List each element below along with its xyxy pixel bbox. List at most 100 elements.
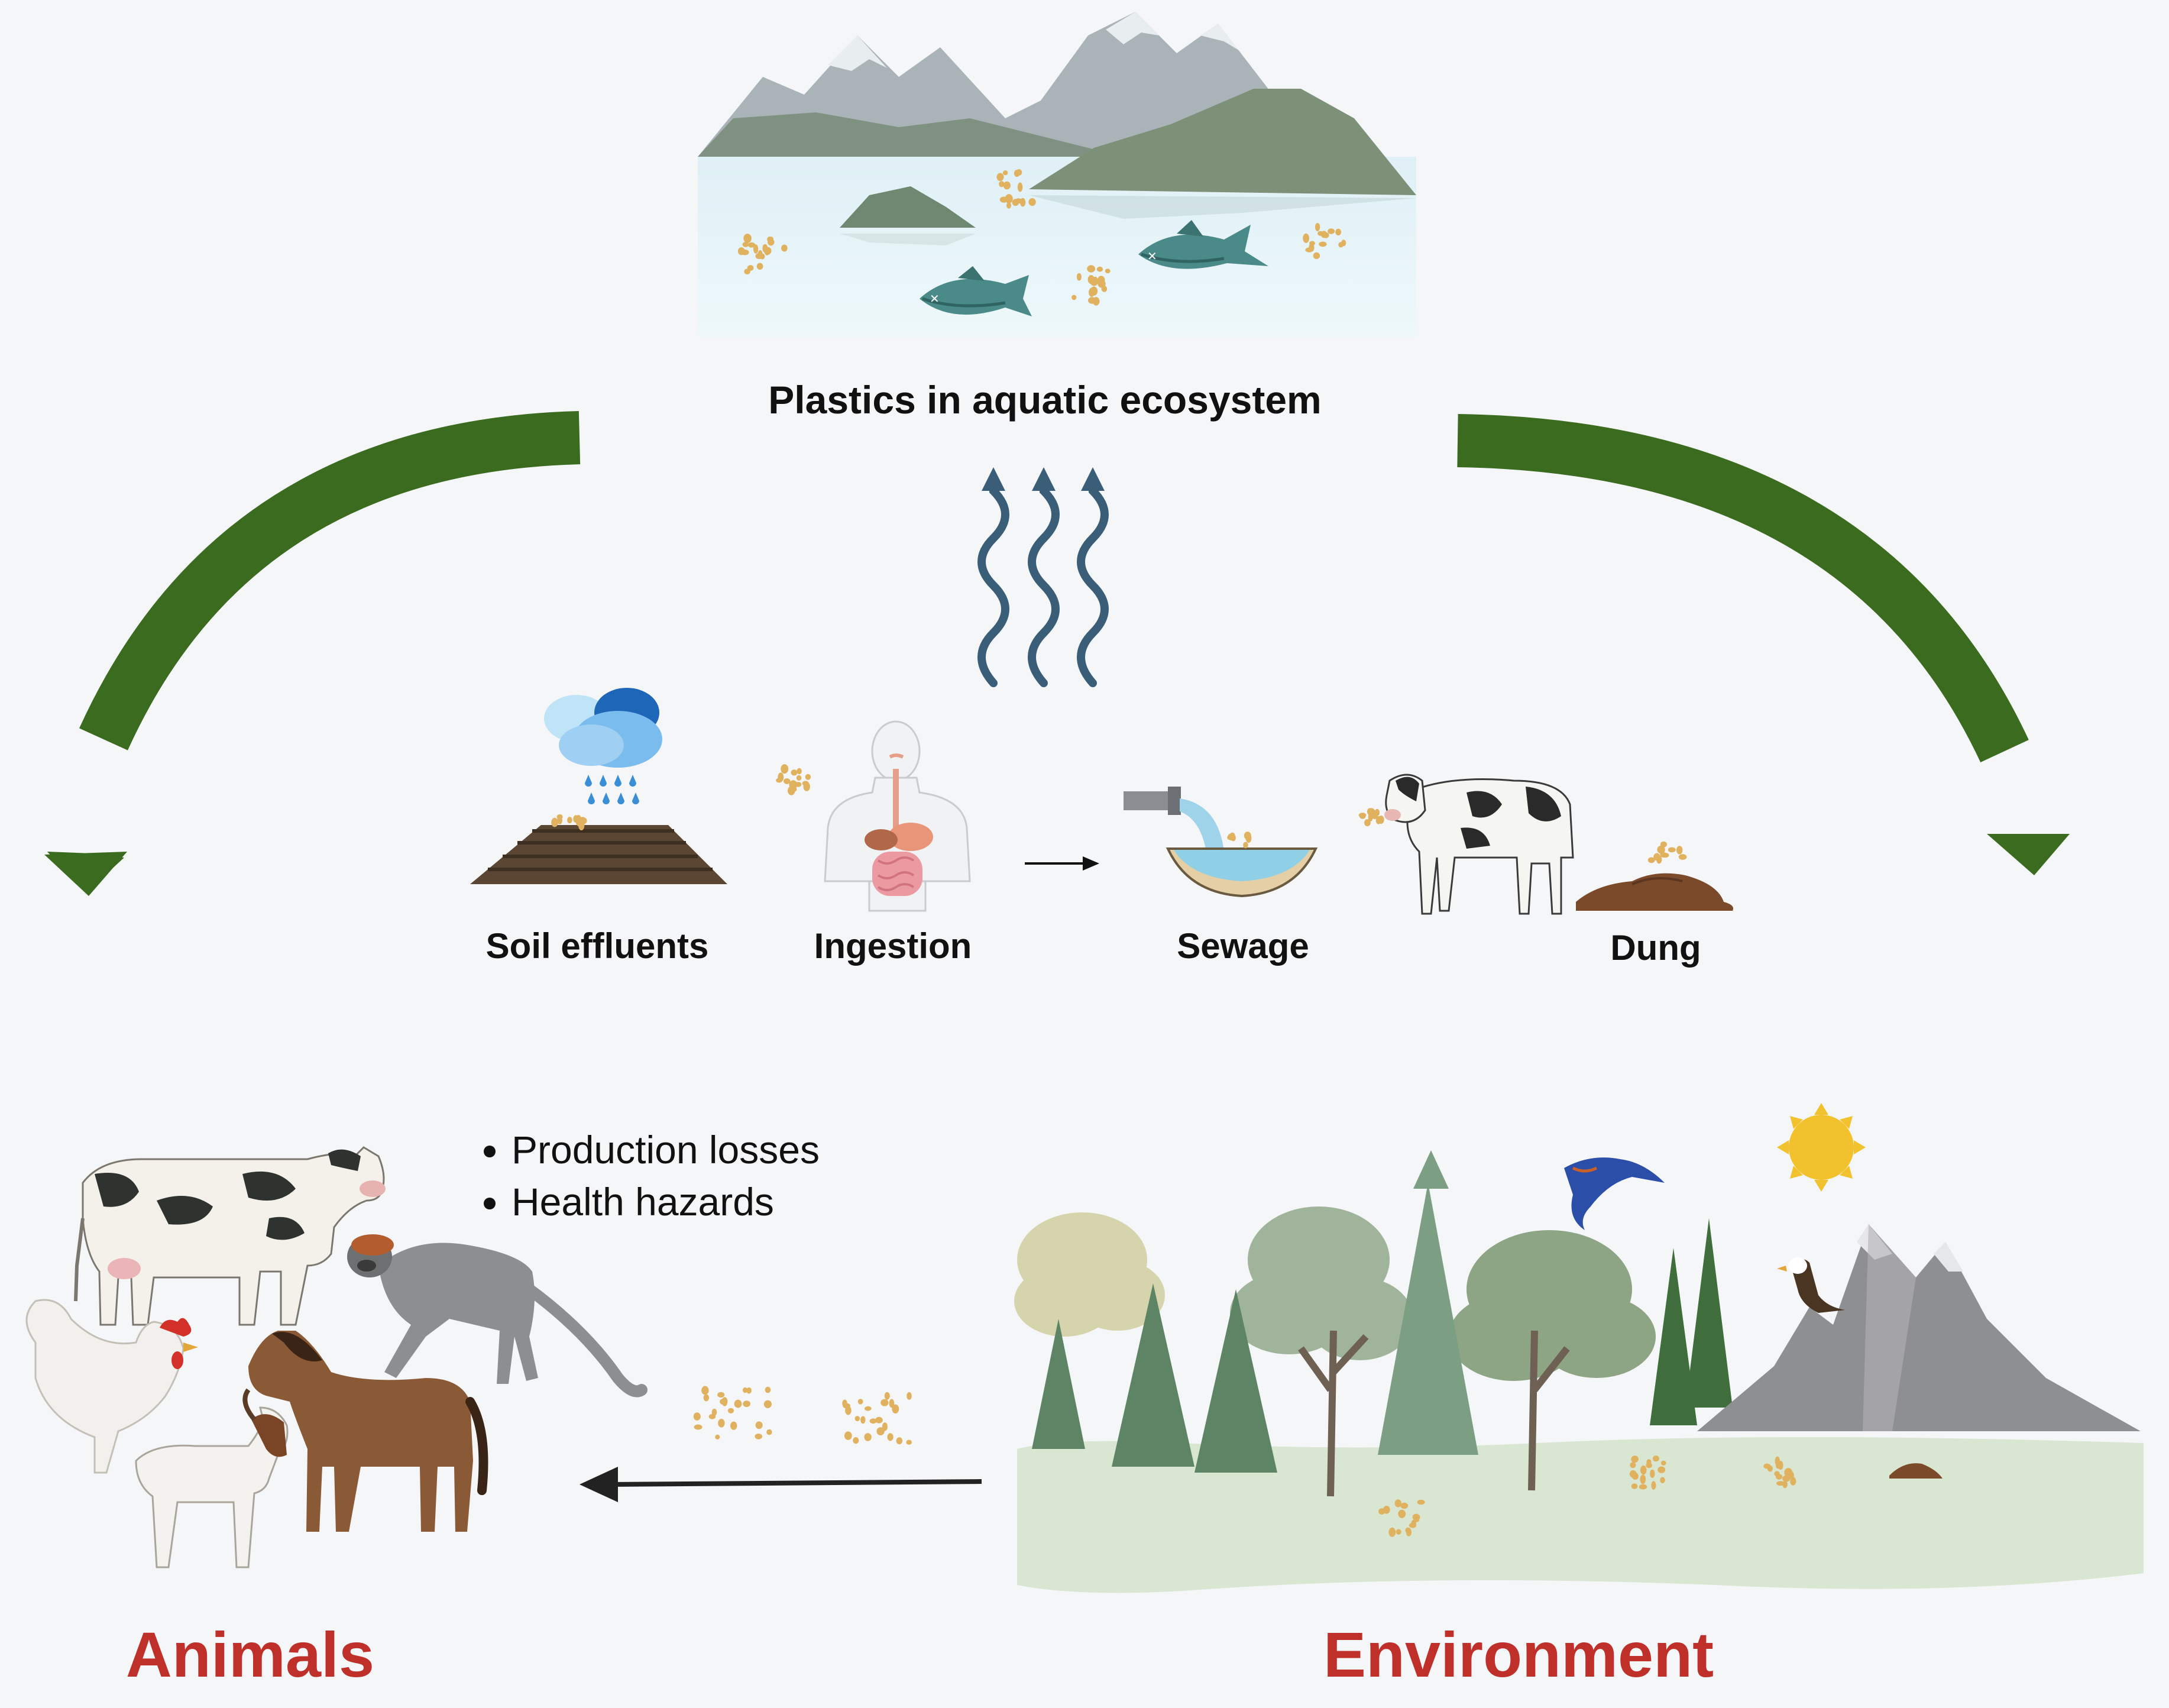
microplastic-dot bbox=[1014, 198, 1022, 204]
microplastic-dot bbox=[1375, 816, 1381, 824]
microplastic-dot bbox=[781, 244, 788, 252]
microplastic-dot bbox=[1090, 286, 1098, 296]
microplastic-dot bbox=[567, 817, 572, 824]
microplastic-dot bbox=[1388, 1527, 1396, 1537]
microplastic-dot bbox=[1640, 1465, 1647, 1475]
microplastic-dot bbox=[711, 1408, 717, 1416]
monkey-icon bbox=[347, 1234, 648, 1398]
microplastic-dot bbox=[1328, 228, 1335, 234]
microplastic-dot bbox=[791, 769, 798, 776]
microplastic-dot bbox=[1406, 1528, 1412, 1536]
microplastic-dot bbox=[1409, 1522, 1417, 1528]
microplastic-dot bbox=[1335, 228, 1342, 235]
microplastic-dot bbox=[892, 1404, 899, 1413]
microplastic-dot bbox=[884, 1392, 890, 1400]
impact-item: Health hazards bbox=[512, 1176, 820, 1228]
microplastic-dot bbox=[766, 1429, 772, 1435]
sun-icon bbox=[1777, 1103, 1866, 1192]
microplastic-dot bbox=[796, 775, 802, 781]
microplastic-dot bbox=[999, 181, 1005, 187]
wavy-arrow-heads bbox=[982, 467, 1105, 491]
microplastic-dot bbox=[1776, 1481, 1785, 1486]
microplastic-dot bbox=[1782, 1480, 1788, 1489]
step-label-sewage: Sewage bbox=[1177, 926, 1309, 966]
microplastic-dot bbox=[1775, 1462, 1782, 1469]
microplastic-dot bbox=[1017, 182, 1023, 192]
microplastic-dot bbox=[1398, 1509, 1406, 1518]
animals-heading: Animals bbox=[125, 1619, 375, 1690]
transfer-arrow bbox=[580, 1467, 982, 1502]
microplastic-dot bbox=[1660, 850, 1665, 858]
microplastic-dot bbox=[999, 196, 1008, 203]
microplastic-dot bbox=[1097, 276, 1105, 284]
microplastic-dot bbox=[1092, 297, 1100, 306]
microplastic-dot bbox=[1763, 1463, 1771, 1469]
page-title: Plastics in aquatic ecosystem bbox=[768, 378, 1322, 422]
microplastic-dot bbox=[844, 1431, 852, 1440]
fish-icon: ✕ bbox=[920, 266, 1032, 316]
microplastic-dot bbox=[1071, 295, 1077, 300]
microplastic-dot bbox=[1323, 232, 1329, 238]
sewage-pipe-icon bbox=[1124, 787, 1318, 898]
microplastic-dot bbox=[701, 1386, 709, 1395]
microplastic-dot bbox=[1028, 198, 1036, 206]
microplastic-dot bbox=[1782, 1475, 1791, 1482]
microplastic-dot bbox=[747, 265, 754, 271]
microplastic-dot bbox=[1338, 242, 1344, 248]
microplastic-dot bbox=[1006, 202, 1011, 209]
microplastic-dot bbox=[1646, 1459, 1652, 1466]
microplastic-dot bbox=[1394, 1499, 1401, 1508]
rooster-icon bbox=[25, 1299, 198, 1474]
step-label-soil: Soil effluents bbox=[485, 926, 709, 966]
lake-mountains-icon bbox=[698, 12, 1416, 337]
cycle-arrow-left bbox=[47, 411, 581, 893]
microplastic-dot bbox=[755, 1434, 762, 1439]
microplastic-dot bbox=[854, 1416, 860, 1422]
microplastic-dot bbox=[797, 768, 802, 775]
microplastic-dot bbox=[743, 234, 752, 243]
microplastic-dot bbox=[1784, 1468, 1793, 1477]
microplastic-dot bbox=[768, 238, 775, 246]
microplastic-dot bbox=[720, 1399, 726, 1405]
microplastic-dot bbox=[857, 1399, 863, 1405]
microplastic-dot bbox=[1640, 1474, 1646, 1484]
microplastic-dot bbox=[1374, 808, 1380, 816]
microplastic-dot bbox=[781, 764, 789, 774]
svg-text:✕: ✕ bbox=[1147, 250, 1157, 263]
microplastic-dot bbox=[887, 1433, 894, 1441]
microplastic-dot bbox=[717, 1392, 725, 1398]
microplastic-dot bbox=[746, 1387, 752, 1394]
microplastic-dot bbox=[1090, 277, 1098, 286]
microplastic-dot bbox=[1400, 1502, 1409, 1509]
calf-icon bbox=[1384, 774, 1574, 915]
microplastic-dot bbox=[756, 263, 763, 270]
microplastic-dot bbox=[737, 247, 745, 255]
microplastic-dot bbox=[869, 1418, 877, 1424]
microplastic-dot bbox=[789, 780, 798, 790]
microplastic-dot bbox=[1631, 1455, 1639, 1463]
microplastic-dot bbox=[805, 774, 811, 780]
microplastic-dot bbox=[1383, 1506, 1390, 1514]
svg-text:✕: ✕ bbox=[930, 293, 940, 306]
microplastic-dot bbox=[734, 1399, 742, 1408]
microplastic-dot bbox=[875, 1416, 883, 1424]
microplastic-dot bbox=[1396, 1529, 1401, 1535]
goat-icon bbox=[135, 1388, 289, 1568]
cycle-arrow-right bbox=[1457, 414, 2070, 875]
microplastic-dot bbox=[1315, 223, 1320, 231]
microplastic-dot bbox=[576, 819, 583, 827]
rain-cloud-icon bbox=[544, 688, 662, 804]
microplastic-dot bbox=[1014, 170, 1020, 177]
horse-icon bbox=[248, 1331, 488, 1532]
microplastic-dot bbox=[1303, 233, 1310, 243]
microplastic-dot bbox=[1412, 1513, 1420, 1521]
eagle-icon bbox=[1777, 1257, 1845, 1313]
microplastic-dot bbox=[1368, 813, 1373, 821]
microplastic-dot bbox=[1776, 1474, 1783, 1480]
microplastic-dot bbox=[1653, 1455, 1659, 1462]
microplastic-dot bbox=[896, 1437, 903, 1445]
microplastic-dot bbox=[1087, 265, 1096, 273]
dung-small-icon bbox=[1889, 1463, 1943, 1479]
microplastic-dot bbox=[1305, 247, 1313, 253]
